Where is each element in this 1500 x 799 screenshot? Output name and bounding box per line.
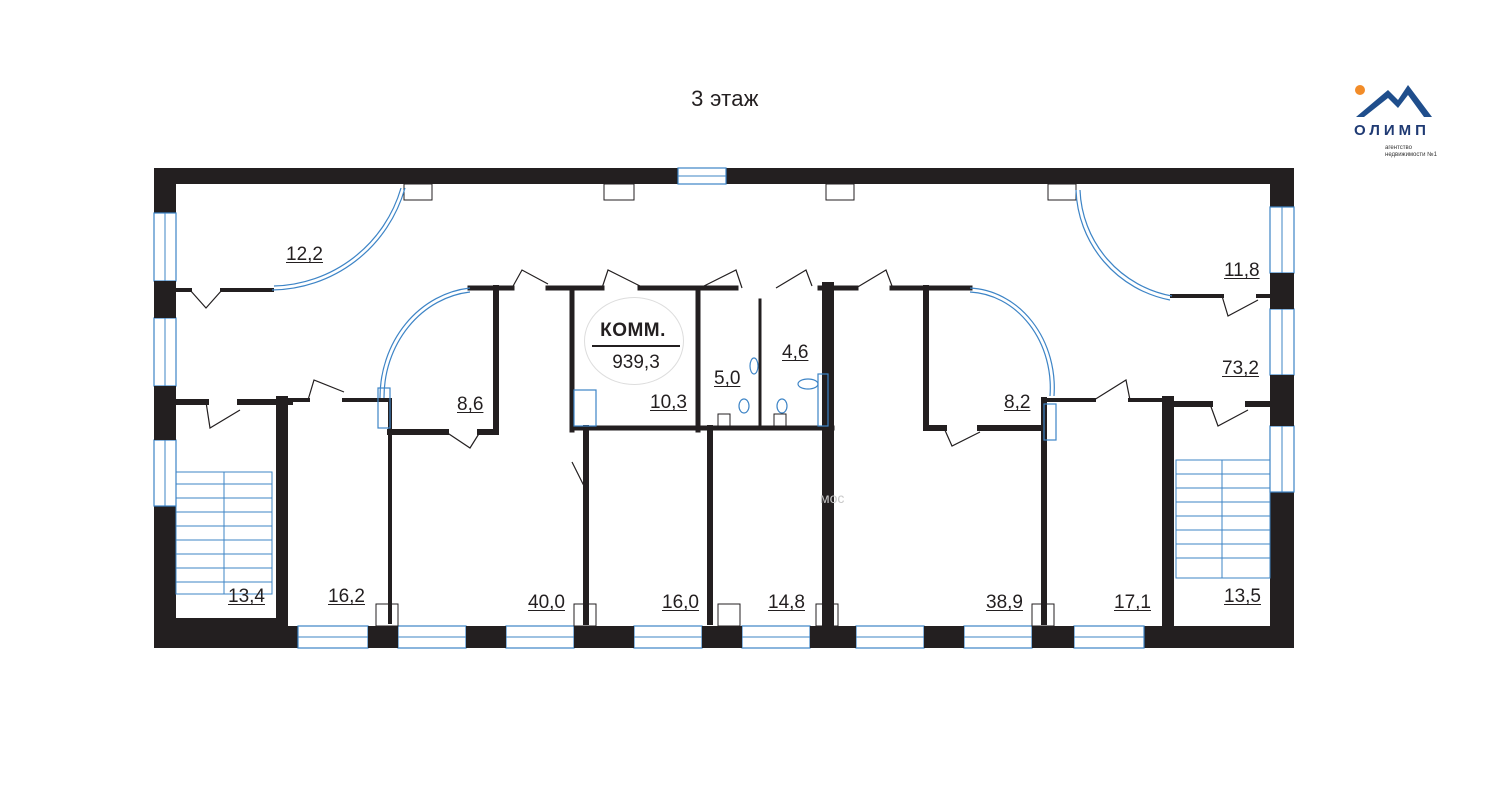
commercial-badge: [584, 297, 684, 385]
room-area-73-2: 73,2: [1222, 358, 1259, 379]
commercial-badge-kind: КОММ.: [600, 320, 666, 341]
fixture-bases: [717, 413, 787, 427]
room-area-5-0: 5,0: [714, 368, 741, 389]
room-area-8-2: 8,2: [1004, 392, 1031, 413]
wall-piers: [154, 273, 1294, 648]
commercial-badge-rule: [592, 345, 680, 347]
room-area-40-0: 40,0: [528, 592, 565, 613]
doors: [189, 269, 1259, 491]
room-area-16-0: 16,0: [662, 592, 699, 613]
room-area-13-4: 13,4: [228, 586, 265, 607]
room-area-17-1: 17,1: [1114, 592, 1151, 613]
logo-sun-icon: [1355, 85, 1365, 95]
window-sashes: [164, 175, 1283, 638]
room-area-4-6: 4,6: [782, 342, 809, 363]
room-area-11-8: 11,8: [1224, 260, 1260, 281]
partitions: [271, 187, 1173, 441]
watermark-text: мос: [820, 490, 845, 506]
windows: [153, 167, 1295, 649]
outer-walls: [154, 168, 1294, 648]
olimp-logo-icon: [1355, 85, 1432, 117]
stairs-right: [1175, 459, 1271, 579]
room-area-16-2: 16,2: [328, 586, 365, 607]
logo-name: ОЛИМП: [1354, 122, 1430, 139]
logo-subtitle: агентство недвижимости №1: [1385, 145, 1437, 158]
logo-mountain-icon: [1356, 85, 1432, 117]
room-area-10-3: 10,3: [650, 392, 687, 413]
room-area-8-6: 8,6: [457, 394, 484, 415]
interior-walls: [172, 282, 1273, 632]
room-area-14-8: 14,8: [768, 592, 805, 613]
commercial-badge-value: 939,3: [612, 352, 660, 373]
plumbing-fixtures: [573, 357, 829, 427]
floor-title: 3 этаж: [691, 86, 759, 111]
room-area-12-2: 12,2: [286, 244, 323, 265]
room-area-13-5: 13,5: [1224, 586, 1261, 607]
stairs-left: [175, 471, 273, 595]
room-area-38-9: 38,9: [986, 592, 1023, 613]
